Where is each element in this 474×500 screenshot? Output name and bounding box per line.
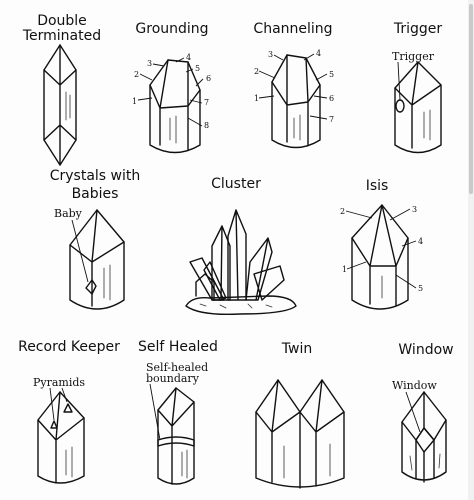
- isis-face-1: 1: [342, 265, 347, 274]
- cluster-panel: Cluster: [185, 176, 297, 316]
- channeling-face-6: 6: [329, 94, 334, 103]
- grounding-face-4: 4: [186, 53, 191, 62]
- channeling-face-2: 2: [254, 67, 259, 76]
- crystals-with-babies-crystal: [69, 209, 125, 310]
- self-healed-panel: Self Healed Self-healed boundary: [138, 339, 218, 485]
- channeling-crystal: [271, 54, 321, 149]
- double-terminated-crystal: [43, 44, 77, 166]
- self-healed-title: Self Healed: [138, 339, 218, 355]
- record-keeper-crystal: [37, 387, 85, 484]
- cluster-title: Cluster: [211, 176, 261, 192]
- grounding-face-8: 8: [204, 121, 209, 130]
- crystals-babies-title-1: Crystals with: [50, 168, 141, 184]
- trigger-annotation: Trigger: [392, 50, 435, 63]
- grounding-crystal: [149, 59, 201, 154]
- trigger-crystal: [394, 61, 442, 154]
- self-healed-crystal: [149, 383, 195, 485]
- double-terminated-title-2: Terminated: [22, 28, 101, 44]
- twin-panel: Twin: [255, 341, 345, 489]
- grounding-face-2: 2: [134, 70, 139, 79]
- grounding-panel: Grounding 1 2 3 4 5 6 7 8: [132, 21, 211, 154]
- pyramid-mark: [63, 403, 73, 413]
- crystals-babies-title-2: Babies: [72, 186, 119, 202]
- baby-crystal: [85, 279, 97, 295]
- isis-crystal: [351, 204, 409, 310]
- isis-face-3: 3: [412, 205, 417, 214]
- channeling-face-3: 3: [268, 50, 273, 59]
- trigger-face-mark: [395, 99, 405, 113]
- grounding-face-5: 5: [195, 64, 200, 73]
- grounding-title: Grounding: [135, 21, 208, 37]
- isis-panel: Isis 1 2 3 4 5: [340, 178, 423, 310]
- baby-annotation: Baby: [54, 207, 83, 220]
- scrollbar[interactable]: [468, 0, 474, 500]
- self-healed-boundary: [157, 436, 195, 447]
- grounding-labels: 1 2 3 4 5 6 7 8: [132, 53, 211, 130]
- channeling-panel: Channeling 1 2 3 4 5 6 7: [253, 21, 334, 149]
- grounding-face-3: 3: [147, 59, 152, 68]
- window-panel: Window Window: [392, 342, 454, 483]
- self-healed-annotation-2: boundary: [146, 372, 200, 385]
- trigger-title: Trigger: [393, 21, 443, 37]
- cluster-crystal: [185, 209, 297, 316]
- window-title: Window: [398, 342, 453, 358]
- scrollbar-thumb[interactable]: [469, 4, 473, 194]
- twin-title: Twin: [281, 341, 312, 357]
- window-annotation: Window: [392, 379, 437, 392]
- channeling-face-1: 1: [254, 94, 259, 103]
- double-terminated-title-1: Double: [37, 13, 87, 29]
- isis-face-2: 2: [340, 207, 345, 216]
- pyramid-mark: [50, 420, 58, 429]
- isis-face-5: 5: [418, 284, 423, 293]
- grounding-face-1: 1: [132, 97, 137, 106]
- crystals-with-babies-panel: Crystals with Babies Baby: [50, 168, 141, 310]
- channeling-title: Channeling: [253, 21, 332, 37]
- isis-labels: 1 2 3 4 5: [340, 205, 423, 293]
- double-terminated-panel: Double Terminated: [22, 13, 101, 166]
- window-crystal: [401, 391, 447, 483]
- self-healed-annotation-1: Self-healed: [146, 361, 208, 374]
- record-keeper-panel: Record Keeper Pyramids: [18, 339, 120, 484]
- pyramids-annotation: Pyramids: [33, 376, 85, 389]
- channeling-face-7: 7: [329, 115, 334, 124]
- grounding-face-6: 6: [206, 74, 211, 83]
- grounding-face-7: 7: [204, 98, 209, 107]
- channeling-labels: 1 2 3 4 5 6 7: [254, 49, 334, 124]
- channeling-face-5: 5: [329, 70, 334, 79]
- isis-title: Isis: [366, 178, 389, 194]
- window-face: [415, 427, 435, 453]
- isis-face-4: 4: [418, 237, 423, 246]
- trigger-panel: Trigger Trigger: [392, 21, 443, 154]
- twin-crystal: [255, 379, 345, 489]
- record-keeper-title: Record Keeper: [18, 339, 120, 355]
- channeling-face-4: 4: [316, 49, 321, 58]
